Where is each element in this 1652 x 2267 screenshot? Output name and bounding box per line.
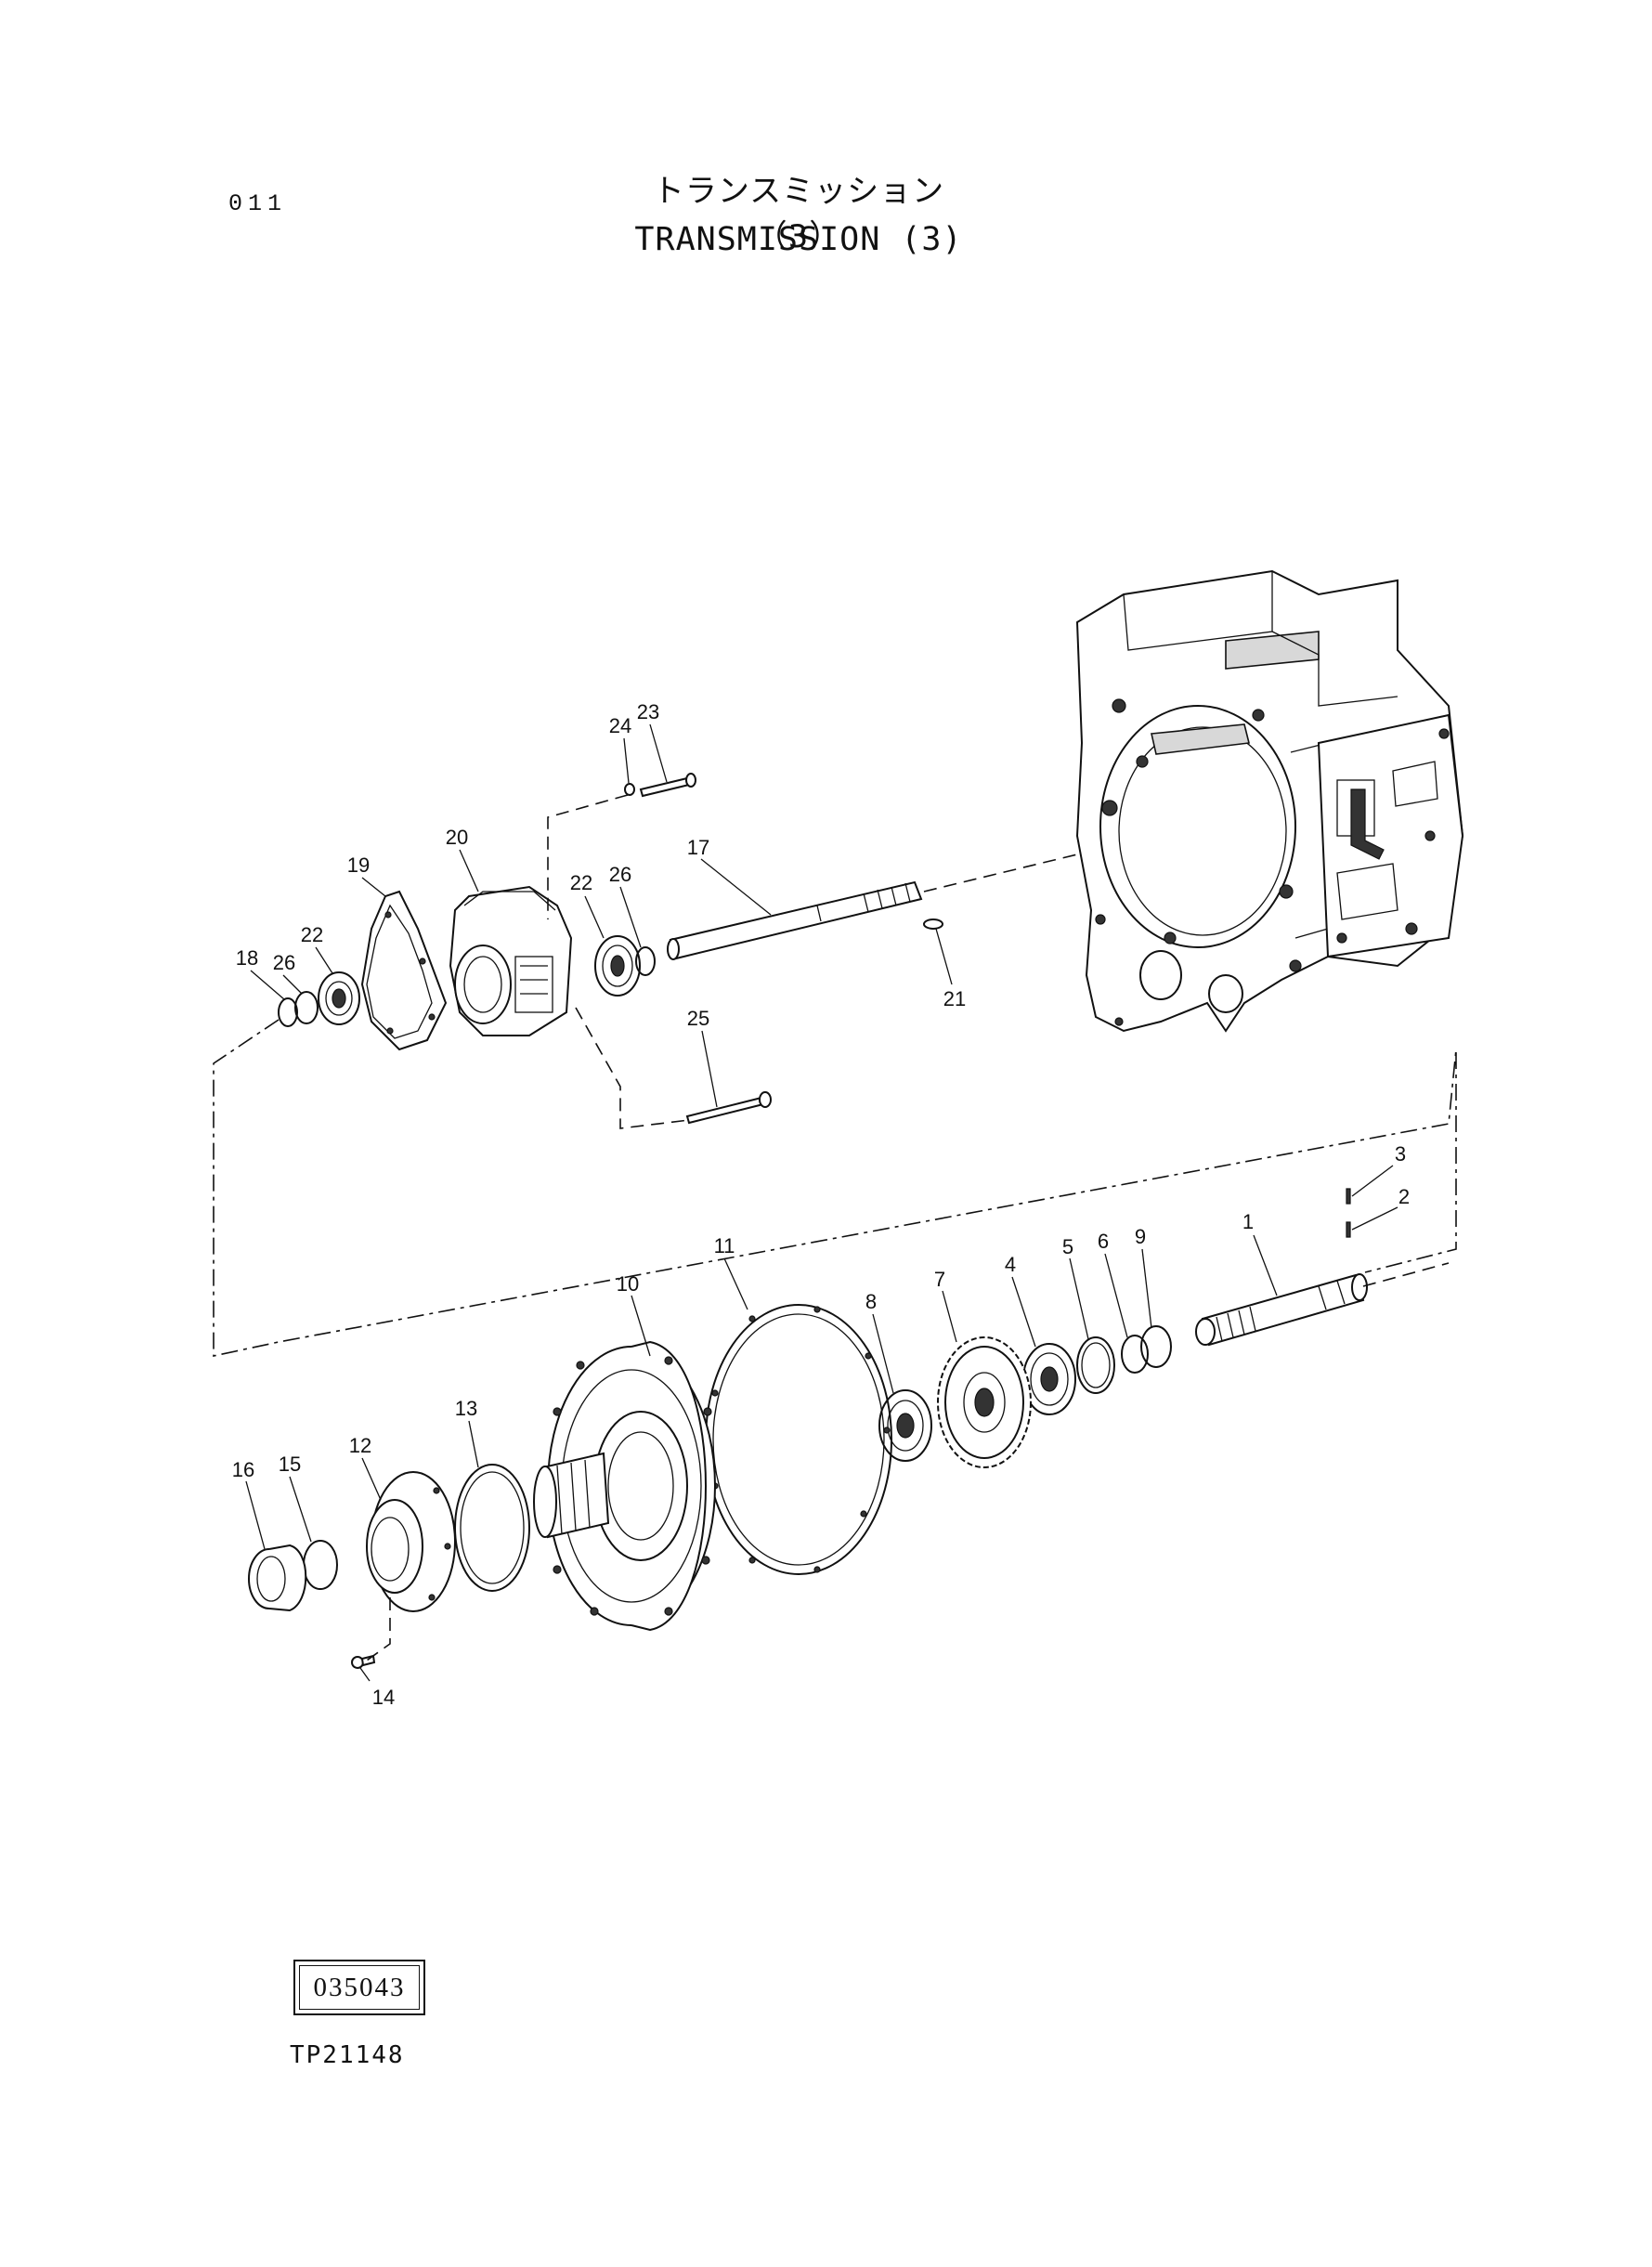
part-24-washer [624,783,635,796]
callout-11: 11 [714,1234,735,1257]
part-15-snap-ring [303,1540,338,1590]
part-16-seal [248,1544,307,1612]
callout-2: 2 [1398,1185,1410,1208]
reference-number-inner-frame [299,1965,420,2010]
callout-17: 17 [687,836,709,859]
callout-9: 9 [1135,1225,1146,1248]
callout-1: 1 [1242,1210,1254,1233]
page-code: 011 [228,190,288,217]
part-6-o-ring [1121,1335,1149,1374]
callout-19: 19 [347,853,370,877]
callout-15: 15 [279,1453,301,1476]
part-23-bolt [639,773,696,798]
part-11-gasket [705,1304,892,1575]
part-3-pin [1346,1188,1351,1205]
callout-3: 3 [1395,1142,1406,1166]
callout-22-right: 22 [570,871,592,894]
callout-20: 20 [446,826,468,849]
callout-labels: 1 2 3 4 5 6 7 8 9 10 11 12 13 14 15 16 1… [232,700,1410,1709]
part-17-shaft [667,880,923,960]
callout-24: 24 [609,714,631,737]
callout-10: 10 [617,1272,639,1296]
part-18-snap-ring [278,997,298,1027]
part-8-bearing [878,1389,932,1462]
part-5-spacer [1076,1336,1115,1394]
callout-6: 6 [1098,1230,1109,1253]
callout-13: 13 [455,1397,477,1420]
callout-7: 7 [934,1268,945,1291]
part-26-o-ring-left [294,991,319,1024]
callout-12: 12 [349,1434,371,1457]
part-14-bolt [351,1654,376,1669]
part-22-bearing-left [318,971,360,1025]
part-26-o-ring-right [635,946,656,976]
callout-23: 23 [637,700,659,723]
callout-5: 5 [1062,1235,1073,1258]
callout-4: 4 [1005,1253,1016,1276]
callout-18: 18 [236,946,258,970]
callout-26-right: 26 [609,863,631,886]
part-13-gasket [454,1464,530,1592]
part-9-snap-ring [1140,1325,1172,1368]
drawing-code: TP21148 [290,2041,405,2069]
callout-14: 14 [372,1686,395,1709]
page-title-japanese: トランスミッション（3） [652,173,945,255]
part-2-pin [1346,1221,1351,1238]
callout-8: 8 [865,1290,877,1313]
callout-22-left: 22 [301,923,323,946]
callout-26-left: 26 [273,951,295,974]
reference-number-box: 035043 [293,1960,425,2015]
part-7-gear [937,1336,1032,1468]
part-4-bearing [1022,1343,1076,1415]
callout-16: 16 [232,1458,254,1481]
part-19-gasket [360,890,448,1051]
page-title: TRANSMISSION (3) [634,221,963,258]
part-22-bearing-right [594,935,641,997]
transmission-housing [1075,569,1464,1033]
part-25-bolt [685,1091,772,1125]
callout-25: 25 [687,1007,709,1030]
part-10-carrier-housing [533,1340,716,1632]
leader-lines [245,723,1398,1682]
part-1-output-shaft [1195,1273,1368,1347]
part-21-pin [923,919,943,930]
part-12-cover [366,1471,456,1612]
callout-21: 21 [943,987,966,1010]
part-20-cover-housing [449,885,573,1036]
